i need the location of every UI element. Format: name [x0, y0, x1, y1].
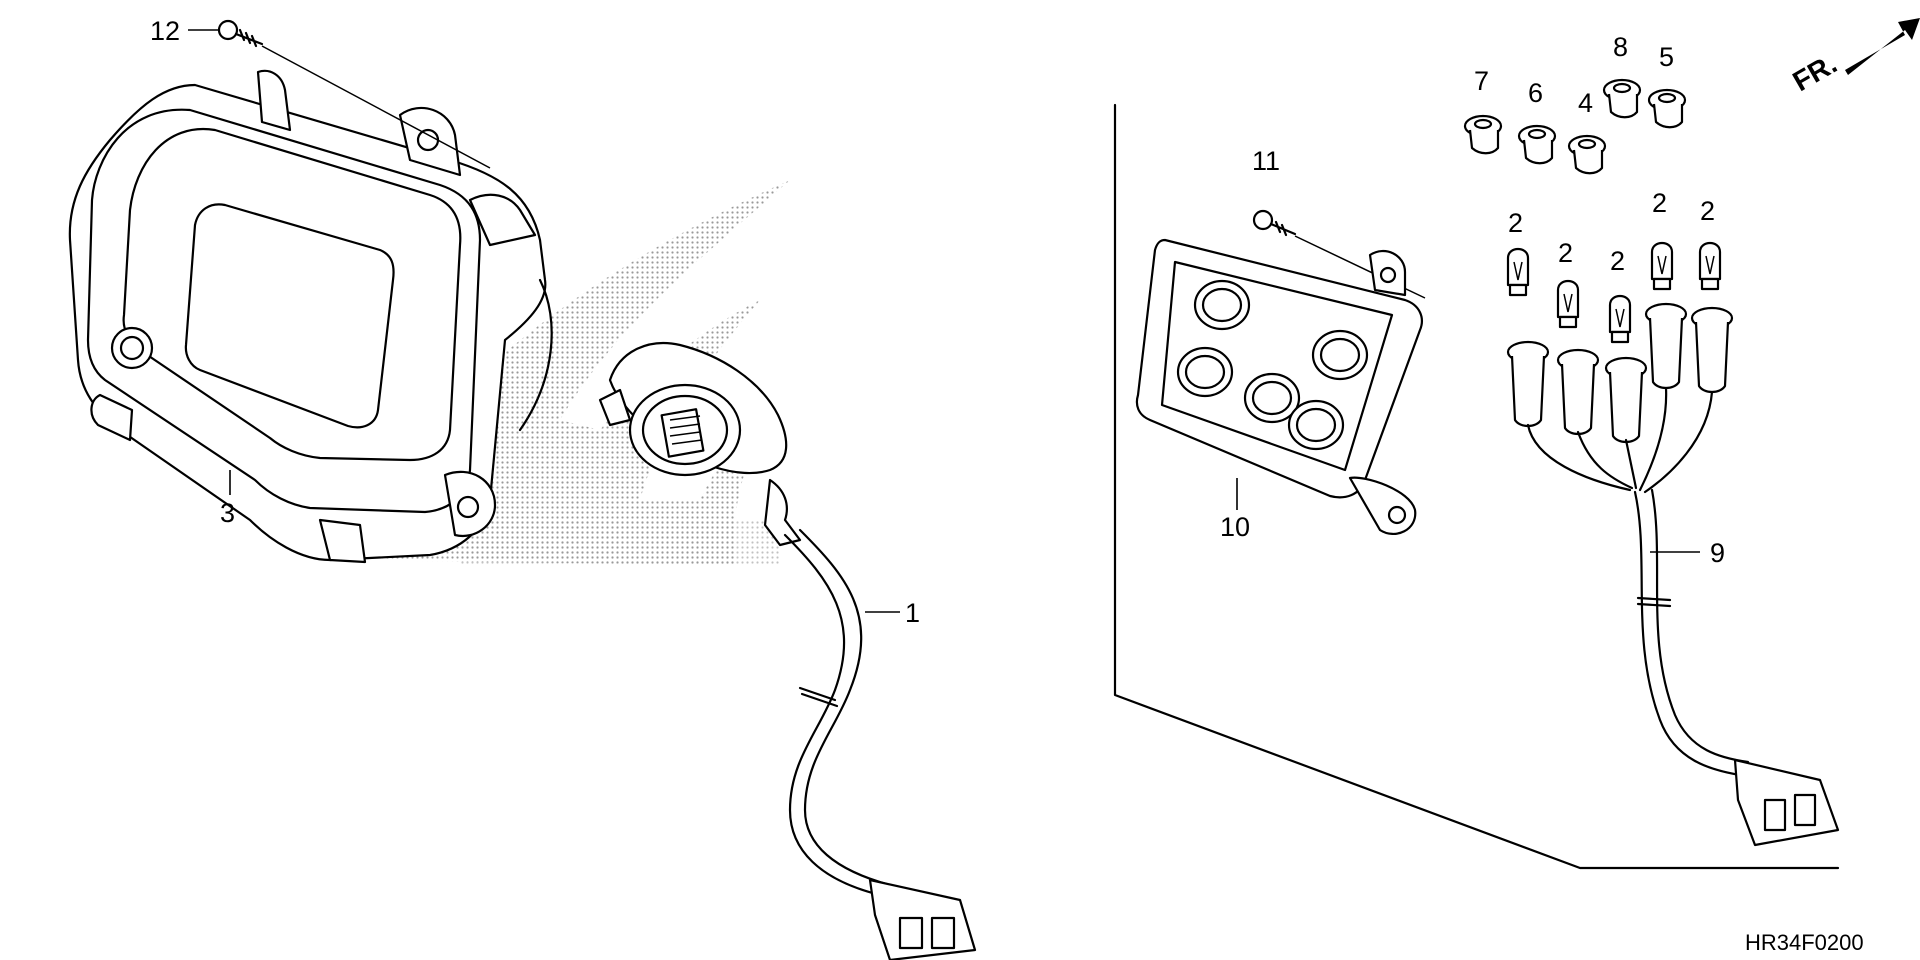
bulb [1608, 294, 1632, 344]
bulb [1556, 279, 1580, 329]
leader-lines [188, 29, 1700, 613]
callout-10: 10 [1220, 512, 1250, 542]
lens-cap-6 [1517, 124, 1557, 165]
lens-cap-5 [1647, 88, 1687, 129]
indicator-panel [1135, 238, 1423, 536]
callout-11: 11 [1252, 146, 1280, 176]
socket-harness [598, 341, 977, 960]
socket [1644, 302, 1688, 390]
lens-caps [1463, 78, 1687, 175]
inset-border [1113, 103, 1840, 870]
front-arrow-icon: FR. [1788, 18, 1920, 97]
callout-7: 7 [1474, 66, 1489, 96]
callouts: 12 3 1 11 10 7 6 8 5 4 2 2 2 2 2 9 [150, 16, 1725, 628]
diagram-code: HR34F0200 [1745, 930, 1864, 955]
callout-2: 2 [1652, 188, 1667, 218]
bulb [1650, 241, 1674, 291]
callout-1: 1 [905, 598, 920, 628]
socket [1556, 348, 1600, 436]
front-indicator-label: FR. [1788, 48, 1843, 97]
callout-2: 2 [1508, 208, 1523, 238]
callout-4: 4 [1578, 88, 1593, 118]
callout-12: 12 [150, 16, 180, 46]
bulbs [1506, 241, 1722, 344]
lens-cap-4 [1567, 134, 1607, 175]
socket [1506, 340, 1550, 428]
meter-assembly [68, 69, 553, 564]
callout-8: 8 [1613, 32, 1628, 62]
socket [1690, 306, 1734, 394]
lens-cap-8 [1602, 78, 1642, 119]
lens-cap-7 [1463, 114, 1503, 155]
callout-2: 2 [1558, 238, 1573, 268]
callout-2: 2 [1610, 246, 1625, 276]
callout-6: 6 [1528, 78, 1543, 108]
bulb [1506, 247, 1530, 297]
socket-wire-harness [1506, 302, 1840, 847]
callout-3: 3 [220, 498, 235, 528]
callout-2: 2 [1700, 196, 1715, 226]
bulb [1698, 241, 1722, 291]
callout-5: 5 [1659, 42, 1674, 72]
socket [1604, 356, 1648, 444]
callout-9: 9 [1710, 538, 1725, 568]
